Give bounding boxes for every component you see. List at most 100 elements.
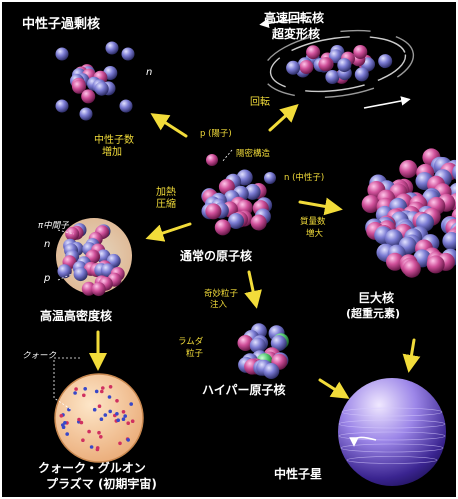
label-neutron-increase-2: 増加 — [102, 147, 122, 158]
label-heating: 加熱 — [156, 187, 176, 198]
label-rotation: 回転 — [250, 97, 270, 108]
superdeformed-nucleon — [325, 70, 340, 84]
quark-dot — [81, 438, 85, 443]
label-quark: クォーク — [22, 351, 57, 361]
quark-dot — [61, 425, 66, 430]
hypernucleus-nucleon — [270, 335, 287, 352]
hot-nucleus-nucleon — [81, 281, 96, 296]
quark-dot — [121, 417, 126, 422]
quark-dot — [108, 385, 113, 389]
ordinary-nucleus-nucleon — [250, 214, 267, 231]
label-strange-1: 奇妙粒子 — [204, 289, 239, 299]
label-p-left: p — [44, 273, 51, 284]
hot-nucleus-nucleon — [65, 226, 80, 241]
label-pi-meson: π中間子 — [38, 221, 69, 231]
label-ordinary-nucleus: 通常の原子核 — [180, 249, 253, 263]
quark-dot — [83, 387, 87, 391]
quark-dot — [130, 419, 135, 424]
quark-dot — [101, 386, 105, 390]
giant-nucleus-nucleon — [399, 160, 418, 178]
quark-dot — [97, 404, 102, 409]
label-giant-nucleus: 巨大核 — [358, 291, 395, 305]
quark-dot — [126, 438, 130, 442]
giant-nucleus-nucleon — [426, 255, 445, 274]
label-compression: 圧縮 — [156, 199, 176, 210]
label-dense-structure: 陽密構造 — [236, 149, 271, 159]
superdeformed-nucleon — [337, 58, 352, 73]
quark-dot — [92, 407, 97, 412]
neutron-rich-nucleon — [72, 79, 86, 94]
neutron-example — [264, 172, 276, 184]
quark-dot — [103, 413, 108, 417]
label-mass-increase-1: 質量数 — [300, 217, 326, 227]
quark-dot — [126, 421, 130, 426]
quark-gluon-plasma-sphere — [54, 373, 144, 463]
superdeformed-nucleon — [306, 45, 321, 60]
label-qgp-1: クォーク・グルオン — [38, 461, 146, 475]
label-n-left: n — [44, 239, 51, 250]
label-mass-increase-2: 増大 — [306, 229, 324, 239]
label-high-speed-rotation: 高速回転核 — [264, 11, 325, 25]
quark-dot — [89, 445, 94, 449]
quark-dot — [95, 447, 100, 452]
label-neutron: n (中性子) — [284, 173, 325, 183]
neutron-rich-nucleon — [81, 89, 96, 104]
giant-nucleus-nucleon — [442, 232, 456, 250]
giant-nucleus-nucleon — [386, 252, 404, 271]
neutron-rich-halo — [55, 47, 69, 61]
label-qgp-2: プラズマ (初期宇宙) — [46, 477, 157, 491]
neutron-star-sphere — [338, 378, 446, 486]
label-superdeformed: 超変形核 — [272, 27, 321, 41]
hypernucleus-nucleon — [249, 337, 266, 354]
label-neutron-star: 中性子星 — [274, 467, 323, 481]
ordinary-nucleus-nucleon — [228, 213, 244, 229]
quark-dot — [100, 389, 104, 394]
hot-nucleus-nucleon — [57, 264, 72, 279]
neutron-rich-halo — [105, 41, 119, 55]
quark-dot — [74, 387, 78, 391]
superdeformed-nucleon — [318, 57, 333, 72]
quark-dot — [115, 412, 119, 416]
hot-nucleus-nucleon — [73, 267, 88, 282]
label-strange-2: 注入 — [210, 300, 228, 310]
neutron-rich-halo — [121, 47, 135, 61]
rotation-orbits — [259, 17, 415, 109]
quark-dot — [63, 421, 67, 425]
hot-nucleus-nucleon — [91, 282, 106, 297]
particle-clusters — [55, 41, 456, 379]
quark-dot — [77, 417, 81, 422]
quark-dot — [99, 417, 104, 422]
giant-nucleus-nucleon — [402, 259, 421, 278]
quark-dot — [123, 414, 127, 418]
giant-nucleus-nucleon — [452, 164, 456, 180]
hypernucleus-nucleon — [263, 363, 280, 379]
label-n-top: n — [146, 67, 153, 78]
ordinary-nucleus-nucleon — [214, 219, 231, 236]
pointer-lines — [53, 149, 233, 411]
neutron-rich-nucleon — [94, 81, 109, 96]
quark-dot — [94, 389, 99, 394]
quark-dot — [118, 441, 122, 446]
giant-nucleus-nucleon — [384, 229, 403, 248]
quark-dot — [129, 402, 133, 406]
quark-dot — [107, 395, 112, 399]
superdeformed-nucleon — [299, 60, 314, 74]
quark-dot — [87, 429, 91, 434]
giant-nucleus-nucleon — [361, 195, 380, 213]
quark-dot — [99, 435, 103, 439]
ordinary-nucleus-nucleon — [244, 183, 261, 200]
neutron-rich-halo — [55, 99, 69, 113]
quark-dot — [121, 410, 126, 414]
superdeformed-nucleon — [378, 54, 393, 69]
label-neutron-rich: 中性子過剰核 — [22, 17, 101, 32]
quark-dot — [82, 393, 86, 398]
label-lambda-2: 粒子 — [186, 349, 204, 359]
superdeformed-nucleon — [353, 45, 368, 59]
label-hypernucleus: ハイパー原子核 — [202, 383, 286, 397]
label-high-temp-density: 高温高密度核 — [40, 309, 113, 323]
quark-dot — [108, 409, 112, 414]
quark-dot — [97, 430, 101, 435]
superdeformed-nucleon — [354, 67, 369, 82]
